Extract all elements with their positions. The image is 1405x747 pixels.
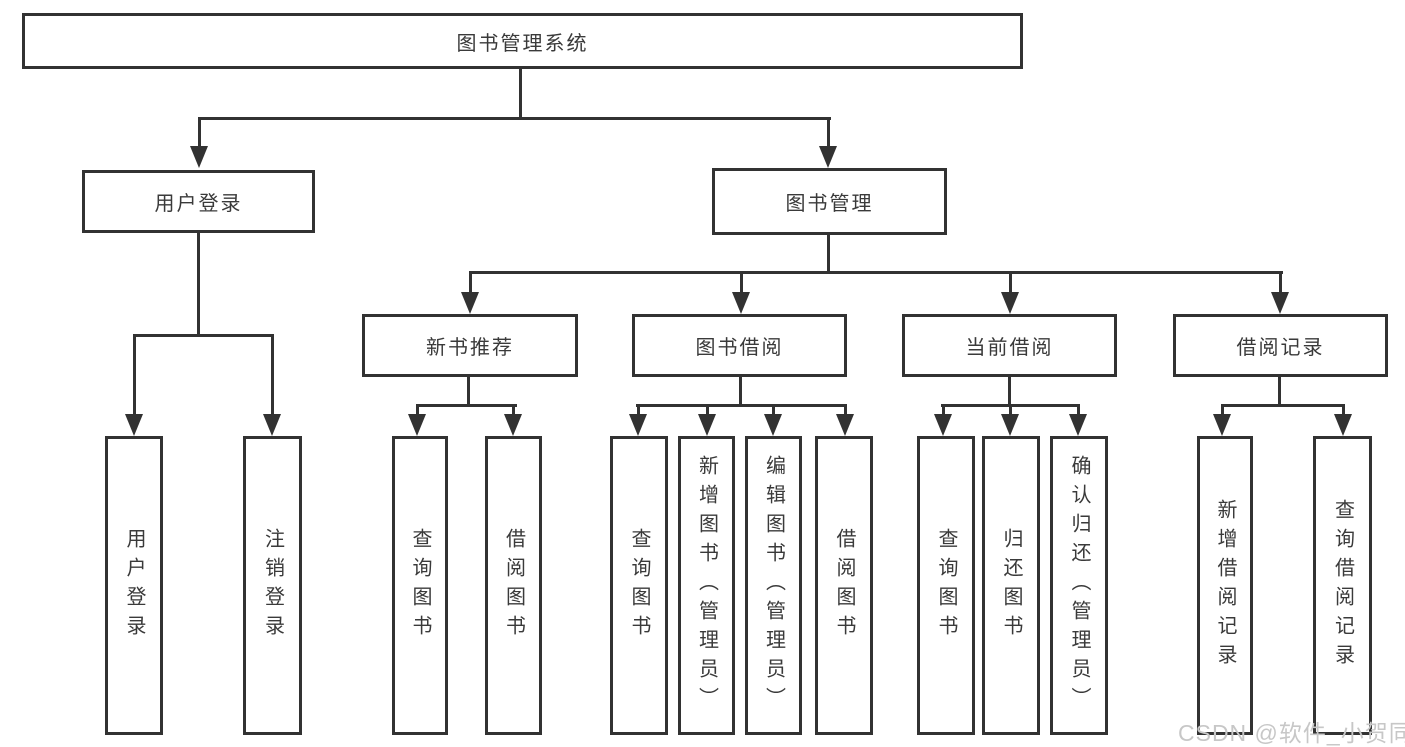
node-book-borrow: 图书借阅	[632, 314, 847, 377]
node-borrow-records-label: 借阅记录	[1236, 337, 1325, 359]
leaf-user-login: 用户登录	[105, 436, 163, 735]
arrow-down-icon	[629, 407, 647, 436]
leaf-confirm-return-admin: 确认归还（管理员）	[1050, 436, 1108, 735]
node-current-borrow-label: 当前借阅	[965, 337, 1054, 359]
leaf-confirm-return-admin-label: 确认归还（管理员）	[1068, 455, 1090, 716]
leaf-borrow-books-recommend: 借阅图书	[485, 436, 542, 735]
node-book-management: 图书管理	[712, 168, 947, 235]
leaf-edit-book-admin: 编辑图书（管理员）	[745, 436, 802, 735]
arrow-down-icon	[504, 407, 522, 436]
leaf-query-books-borrow-label: 查询图书	[628, 527, 650, 644]
connector-line	[133, 334, 274, 337]
leaf-return-book-label: 归还图书	[1000, 527, 1022, 644]
connector-line	[416, 404, 517, 407]
leaf-add-book-admin: 新增图书（管理员）	[678, 436, 735, 735]
leaf-add-borrow-record-label: 新增借阅记录	[1214, 498, 1236, 673]
node-new-book-recommend: 新书推荐	[362, 314, 578, 377]
leaf-user-login-label: 用户登录	[123, 527, 145, 644]
leaf-add-book-admin-label: 新增图书（管理员）	[695, 455, 718, 716]
node-new-book-recommend-label: 新书推荐	[426, 337, 514, 359]
arrow-down-icon	[1069, 407, 1087, 436]
leaf-query-books-borrow: 查询图书	[610, 436, 668, 735]
leaf-borrow-books-label: 借阅图书	[833, 527, 855, 644]
leaf-query-books-current-label: 查询图书	[935, 527, 957, 644]
arrow-down-icon	[263, 336, 281, 436]
leaf-query-borrow-record: 查询借阅记录	[1313, 436, 1372, 735]
node-borrow-records: 借阅记录	[1173, 314, 1388, 377]
connector-line	[467, 377, 470, 407]
connector-line	[739, 377, 742, 407]
connector-line	[827, 235, 830, 274]
leaf-return-book: 归还图书	[982, 436, 1040, 735]
arrow-down-icon	[1001, 407, 1019, 436]
leaf-logout-label: 注销登录	[261, 527, 284, 644]
arrow-down-icon	[732, 273, 750, 314]
connector-line	[197, 233, 200, 337]
arrow-down-icon	[819, 118, 837, 168]
node-user-login: 用户登录	[82, 170, 315, 233]
arrow-down-icon	[1334, 407, 1352, 436]
node-root: 图书管理系统	[22, 13, 1023, 69]
node-current-borrow: 当前借阅	[902, 314, 1117, 377]
connector-line	[1221, 404, 1345, 407]
arrow-down-icon	[698, 407, 716, 436]
leaf-query-books-recommend: 查询图书	[392, 436, 448, 735]
arrow-down-icon	[1213, 407, 1231, 436]
csdn-watermark: CSDN @软件_小贺同学	[1178, 720, 1405, 746]
arrow-down-icon	[461, 273, 479, 314]
connector-line	[1278, 377, 1281, 407]
node-book-borrow-label: 图书借阅	[695, 337, 784, 359]
leaf-add-borrow-record: 新增借阅记录	[1197, 436, 1253, 735]
leaf-borrow-books-recommend-label: 借阅图书	[502, 527, 525, 644]
connector-line	[198, 117, 831, 120]
leaf-logout: 注销登录	[243, 436, 302, 735]
arrow-down-icon	[764, 407, 782, 436]
node-root-label: 图书管理系统	[456, 32, 589, 55]
leaf-edit-book-admin-label: 编辑图书（管理员）	[762, 455, 785, 716]
arrow-down-icon	[1271, 273, 1289, 314]
node-user-login-label: 用户登录	[154, 193, 243, 215]
arrow-down-icon	[1001, 273, 1019, 314]
leaf-query-books-current: 查询图书	[917, 436, 975, 735]
leaf-query-borrow-record-label: 查询借阅记录	[1331, 498, 1354, 673]
arrow-down-icon	[408, 407, 426, 436]
connector-line	[519, 69, 522, 120]
connector-line	[469, 271, 1283, 274]
connector-line	[1008, 377, 1011, 407]
leaf-borrow-books: 借阅图书	[815, 436, 873, 735]
arrow-down-icon	[190, 118, 208, 168]
connector-line	[941, 404, 1080, 407]
arrow-down-icon	[125, 336, 143, 436]
arrow-down-icon	[934, 407, 952, 436]
node-book-management-label: 图书管理	[785, 193, 874, 215]
connector-line	[636, 404, 847, 407]
leaf-query-books-recommend-label: 查询图书	[409, 527, 431, 644]
arrow-down-icon	[836, 407, 854, 436]
